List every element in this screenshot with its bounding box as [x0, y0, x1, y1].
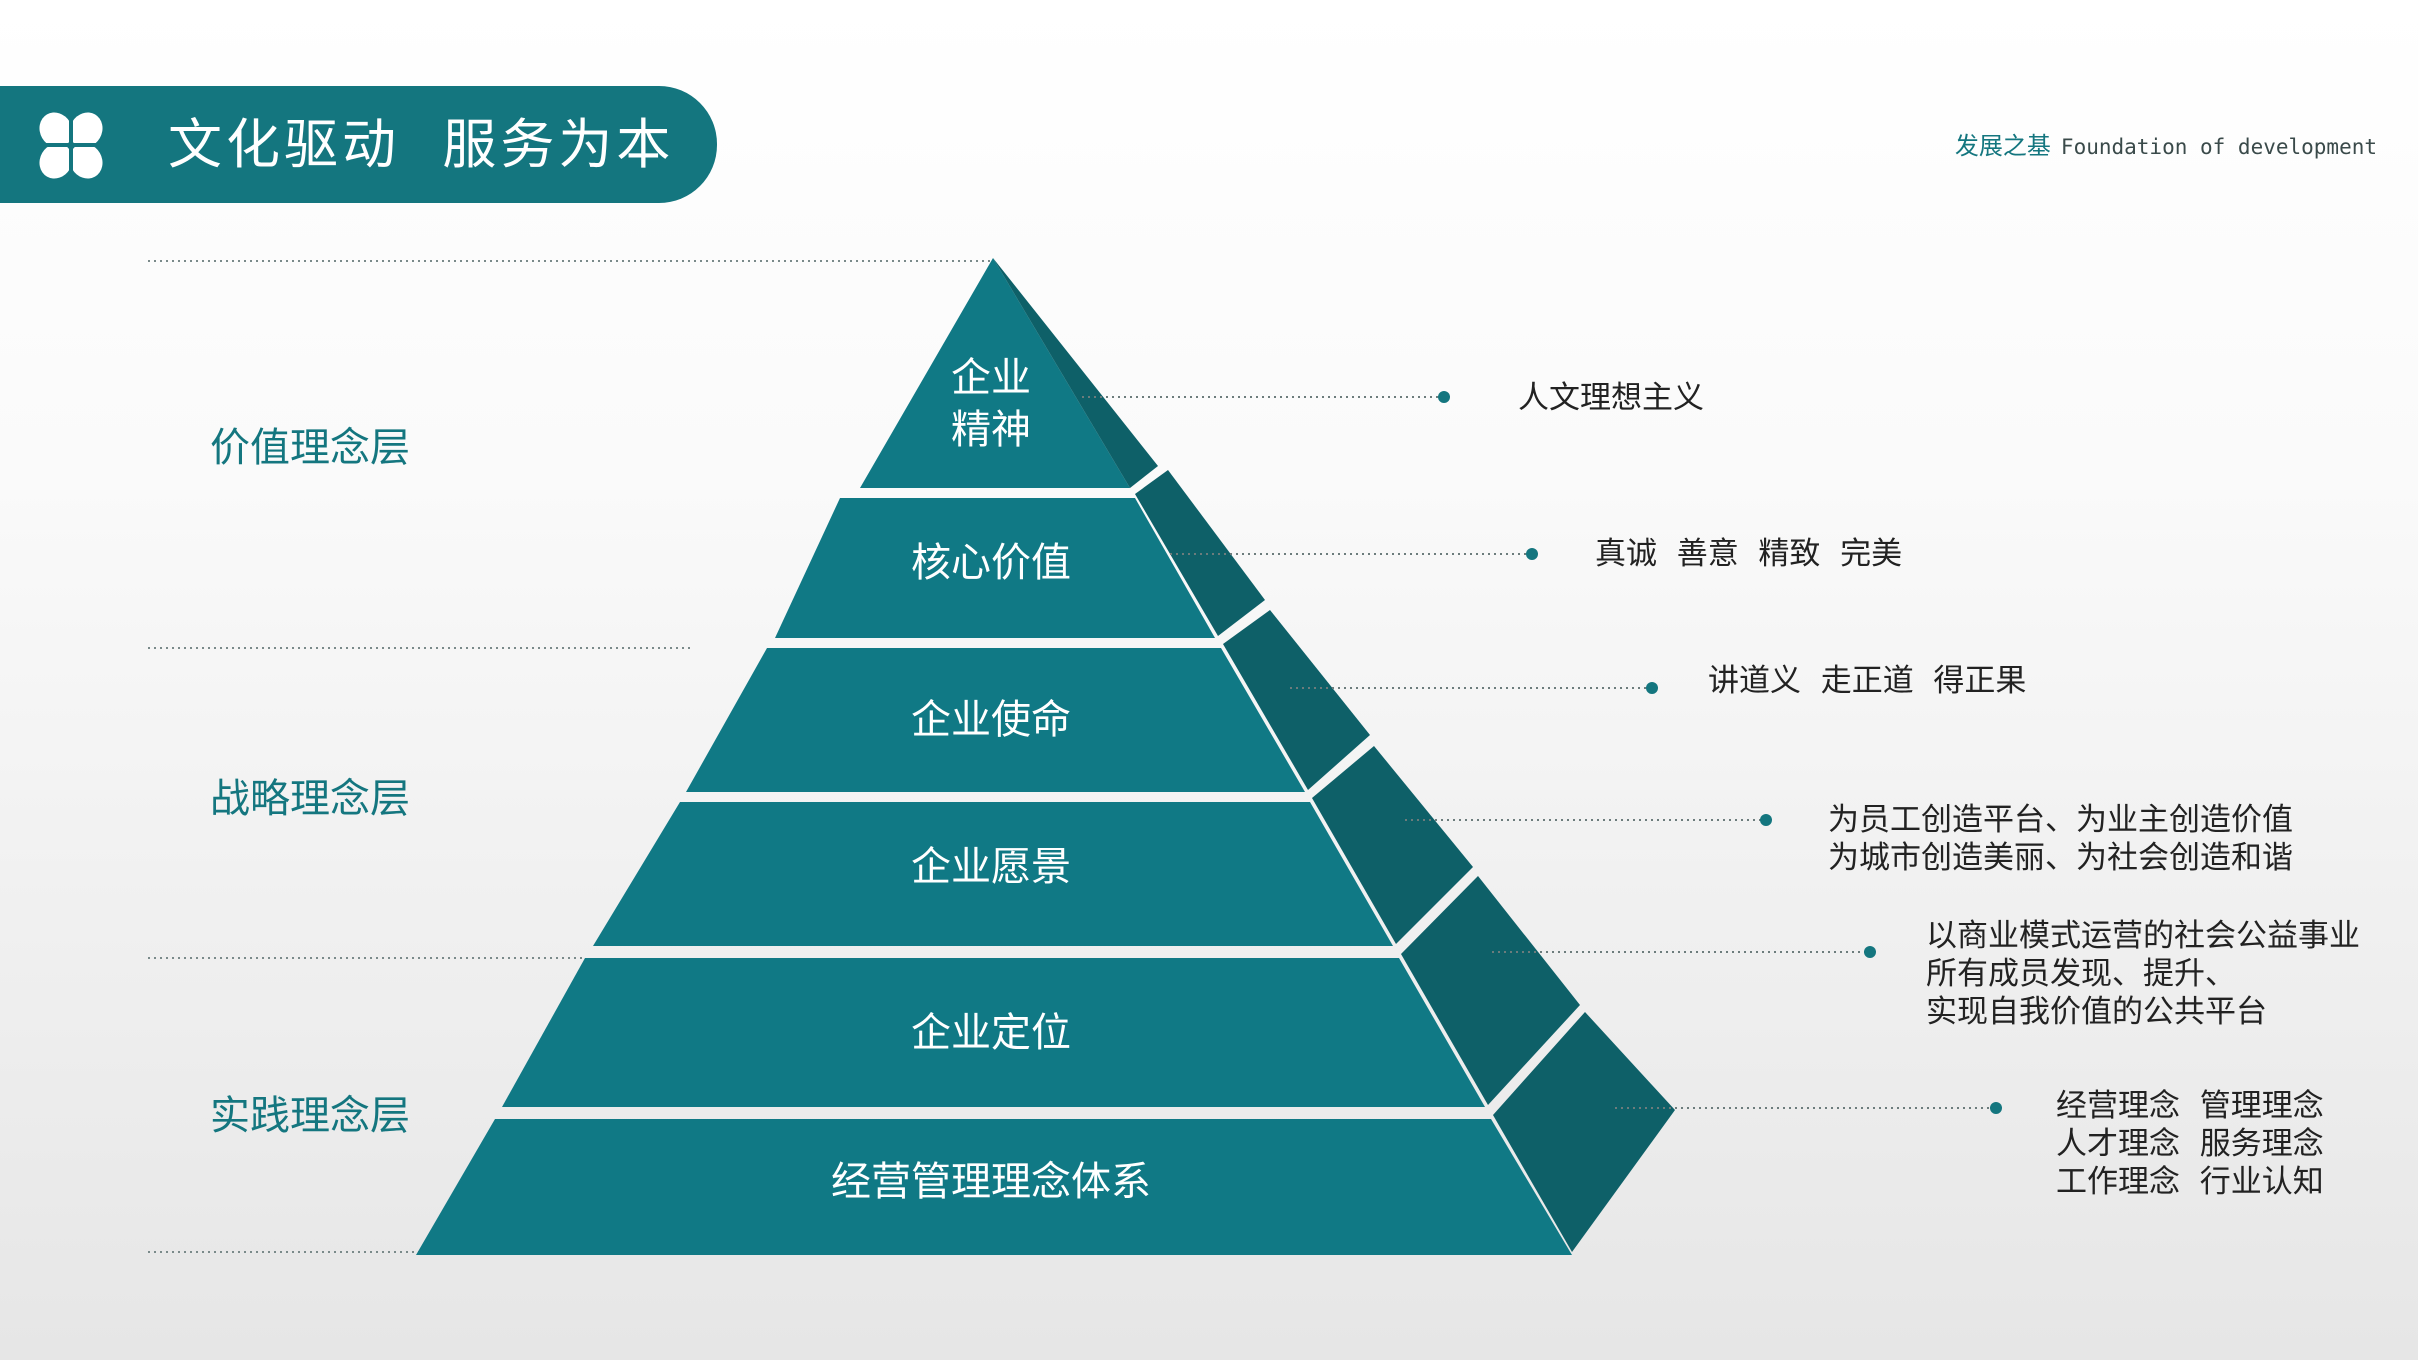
tier-2-face — [775, 498, 1215, 638]
tier-3-face — [686, 648, 1305, 792]
caption-en: Foundation of development — [2060, 135, 2377, 159]
tier-4-side — [1312, 746, 1473, 944]
tier-3-side — [1223, 610, 1370, 790]
callout-dot — [1760, 814, 1772, 826]
layer-label-strategy: 战略理念层 — [210, 776, 410, 822]
caption-cn: 发展之基 — [1954, 132, 2051, 160]
tier-label-positioning: 企业定位 — [911, 1010, 1071, 1056]
tier-desc-core-values: 真诚 善意 精致 完美 — [1595, 536, 1903, 572]
tier-label-mission: 企业使命 — [911, 697, 1071, 743]
tier-5-side — [1401, 876, 1580, 1105]
callout-dot — [1990, 1102, 2002, 1114]
tier-desc-spirit: 人文理想主义 — [1518, 380, 1704, 416]
page-title: 文化驱动 服务为本 — [168, 113, 675, 176]
tier-desc-mission: 讲道义 走正道 得正果 — [1708, 663, 2027, 699]
tier-desc-management-system: 经营理念 管理理念 人才理念 服务理念 工作理念 行业认知 — [2056, 1088, 2324, 1200]
tier-desc-vision: 为员工创造平台、为业主创造价值 为城市创造美丽、为社会创造和谐 — [1828, 802, 2293, 876]
tier-4-face — [593, 802, 1393, 946]
tier-1-side — [993, 258, 1158, 488]
callout-dot — [1438, 391, 1450, 403]
callout-dot — [1646, 682, 1658, 694]
tier-desc-positioning: 以商业模式运营的社会公益事业 所有成员发现、提升、 实现自我价值的公共平台 — [1926, 918, 2360, 1030]
clover-icon — [39, 112, 103, 179]
layer-label-practice: 实践理念层 — [210, 1093, 410, 1139]
header-banner: 文化驱动 服务为本 — [0, 86, 717, 203]
callout-dot — [1864, 946, 1876, 958]
callout-dot — [1526, 548, 1538, 560]
tier-label-core-values: 核心价值 — [911, 540, 1071, 586]
layer-label-value: 价值理念层 — [210, 425, 410, 471]
tier-5-face — [502, 958, 1485, 1107]
tier-label-management-system: 经营管理理念体系 — [831, 1159, 1151, 1205]
tier-1-face — [860, 258, 1130, 488]
tier-label-spirit: 企业 精神 — [951, 355, 1031, 453]
tier-6-face — [416, 1119, 1572, 1255]
tier-label-vision: 企业愿景 — [911, 844, 1071, 890]
tier-6-side — [1493, 1012, 1675, 1252]
section-caption: 发展之基 Foundation of development — [1955, 126, 2377, 161]
